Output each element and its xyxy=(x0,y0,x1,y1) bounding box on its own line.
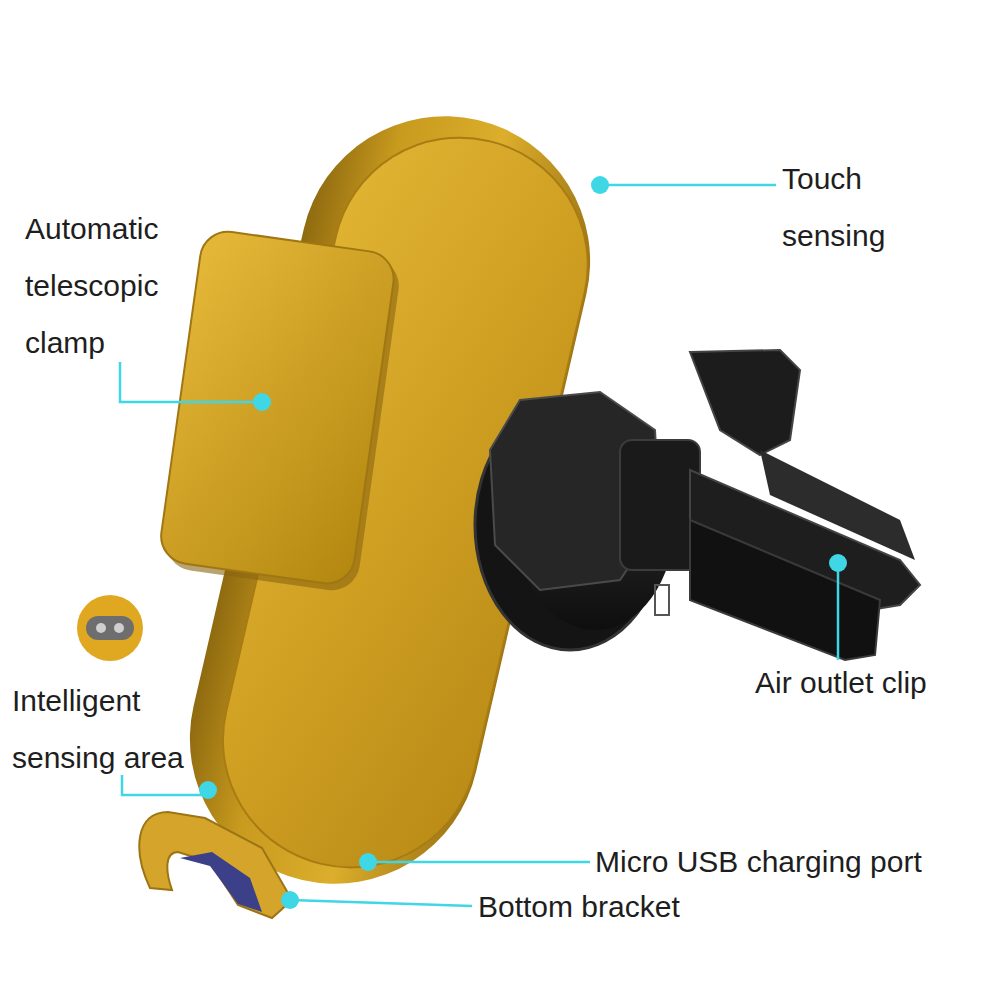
part-label: Bottom bracket xyxy=(478,885,680,929)
leader-dots xyxy=(199,176,847,909)
telescopic-clamp xyxy=(157,228,404,594)
part-label: Automatic telescopic clamp xyxy=(25,200,200,371)
air-outlet-clip xyxy=(475,350,920,660)
part-label: Touch sensing xyxy=(782,150,942,264)
part-label: Intelligent sensing area xyxy=(12,672,217,786)
bottom-bracket xyxy=(139,812,292,918)
sensing-icon xyxy=(77,595,143,661)
part-label: Air outlet clip xyxy=(755,660,927,706)
part-label: Micro USB charging port xyxy=(595,840,922,884)
leader-lines xyxy=(120,185,838,906)
